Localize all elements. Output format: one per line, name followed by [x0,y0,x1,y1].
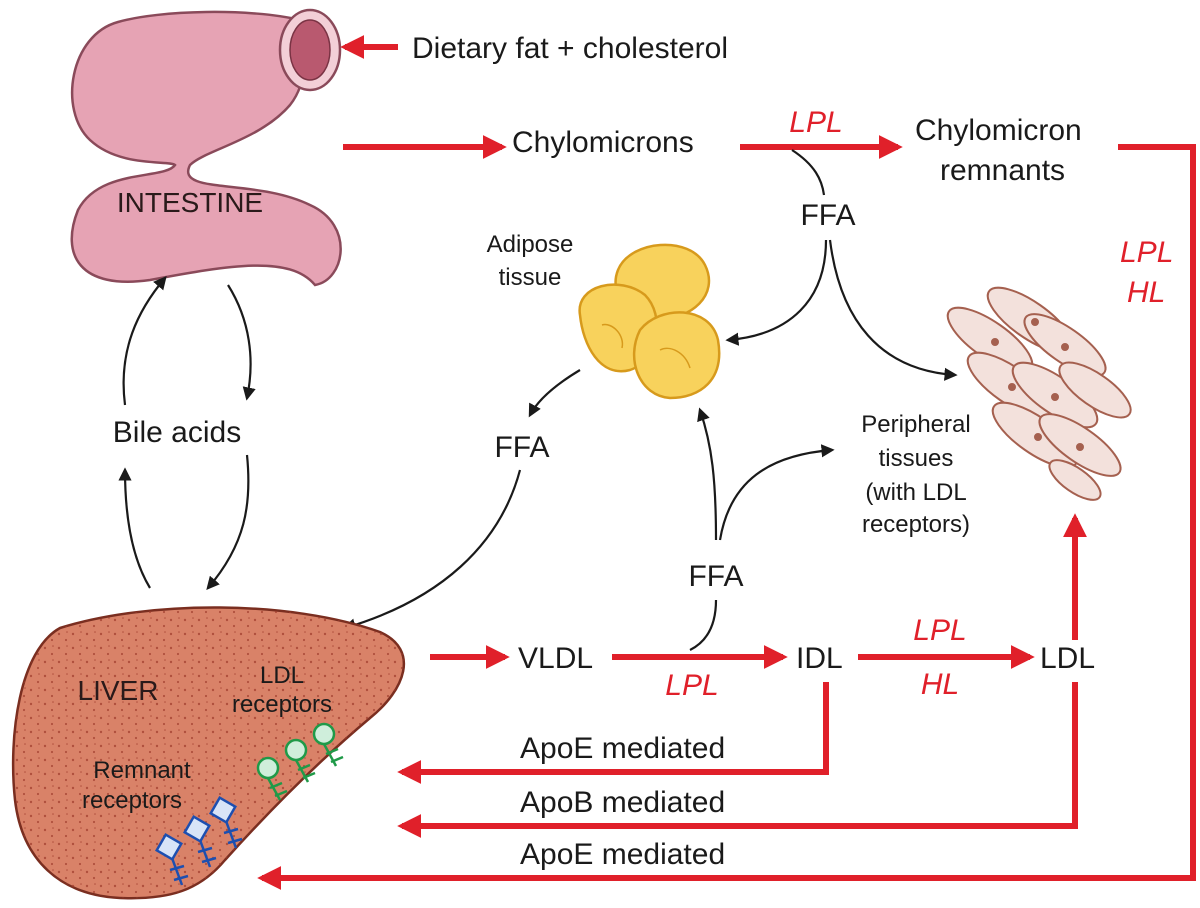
ffa-left-label: FFA [494,431,549,464]
lpl-vldl-enzyme: LPL [665,669,718,702]
dietary-fat-label: Dietary fat + cholesterol [412,32,728,65]
adipose-label-1: Adipose [487,231,574,258]
ldl-receptor-icons [256,722,344,801]
chylomicrons-label: Chylomicrons [512,126,694,159]
intestine-to-bile-arrow [227,284,256,401]
idl-label: IDL [796,642,843,675]
bile-to-liver-arrow [206,454,250,591]
lpl-chylomicron-enzyme: LPL [789,106,842,139]
peripheral-label-4: receptors) [862,511,970,538]
apoe-mediated-label-1: ApoE mediated [520,732,725,765]
liver-label: LIVER [78,675,159,706]
bile-to-intestine-arrow [122,275,167,406]
chylomicron-remnants-label-1: Chylomicron [915,114,1082,147]
vldl-label: VLDL [518,642,593,675]
adipose-label-2: tissue [499,264,562,291]
hl-idl-enzyme: HL [921,668,959,701]
apob-mediated-label: ApoB mediated [520,786,725,819]
lpl-remnant-enzyme: LPL [1120,236,1173,269]
idl-apoe-return-path [397,682,829,784]
peripheral-label-2: tissues [879,445,954,472]
ldl-label: LDL [1040,642,1095,675]
ldl-apob-return-path [397,682,1078,838]
ffa-to-muscle-arrow [828,239,958,381]
peripheral-tissue-illustration [946,286,1132,501]
ffa-top-label: FFA [800,199,855,232]
bile-acids-label: Bile acids [113,416,241,449]
ldl-receptors-label-2: receptors [232,691,332,718]
remnant-receptors-label-2: receptors [82,787,182,814]
intestine-label: INTESTINE [117,187,263,218]
ffa-top-branch-in [791,149,826,196]
chylomicron-remnants-label-2: remnants [940,154,1065,187]
ffa-to-liver-arrow [342,469,522,632]
peripheral-label-3: (with LDL [865,479,966,506]
ffa-mid-to-peripheral-arrow [718,444,835,541]
remnant-receptor-icons [154,795,243,886]
ffa-mid-to-adipose-arrow [697,407,718,541]
ffa-to-adipose-arrow [725,239,828,346]
lpl-idl-enzyme: LPL [913,614,966,647]
liver-to-bile-arrow [118,467,151,589]
liver-illustration [11,606,406,900]
adipose-tissue-illustration [578,243,721,400]
adipose-to-ffa-arrow [528,369,581,418]
remnant-uptake-path [257,144,1196,890]
hl-remnant-enzyme: HL [1127,276,1165,309]
ffa-mid-label: FFA [688,560,743,593]
peripheral-label-1: Peripheral [861,411,970,438]
ldl-receptors-label-1: LDL [260,662,304,689]
intestine-illustration [70,8,342,287]
remnant-receptors-label-1: Remnant [93,757,191,784]
ffa-mid-branch-in [689,599,718,651]
apoe-mediated-label-2: ApoE mediated [520,838,725,871]
